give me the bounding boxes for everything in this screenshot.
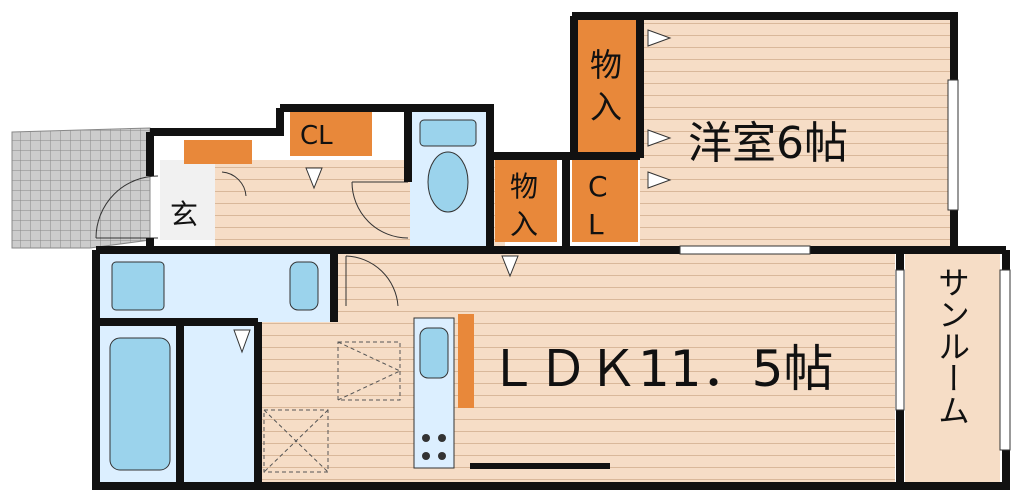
stove-burner-icon [438, 452, 446, 460]
toilet-door-swing [351, 181, 409, 239]
kitchen-sink-icon [419, 327, 449, 379]
genkan-floor [160, 160, 215, 240]
ldk-door-swing [345, 255, 399, 307]
storage-top-left-label-1: 物 [590, 46, 622, 84]
closet-top-block [290, 112, 372, 156]
sunroom-label: サンルーム [933, 266, 971, 426]
bathtub-icon [109, 337, 171, 471]
door-marker-icon [647, 129, 672, 147]
storage-mid-block [495, 160, 557, 242]
toilet-bowl-icon [427, 151, 469, 213]
door-marker-icon [647, 171, 672, 189]
washing-machine-icon [111, 261, 165, 311]
ldk-floor [255, 254, 895, 482]
counter-edge [458, 314, 474, 408]
closet-right-label-2: L [588, 208, 604, 241]
stove-burner-icon [422, 452, 430, 460]
window-sunroom-inner [895, 269, 905, 411]
storage-top-left-block [578, 20, 638, 154]
closet-right-label-1: C [588, 170, 608, 203]
toilet-tank-icon [419, 119, 477, 147]
stove-burner-icon [438, 434, 446, 442]
storage-top-left-label-2: 入 [590, 88, 622, 126]
ldk-label: ＬＤＫ11．5帖 [488, 340, 833, 398]
storage-mid-label-1: 物 [510, 170, 538, 203]
window-western-room [947, 79, 959, 211]
closet-door-swing [221, 171, 247, 197]
entrance-porch-tiles [11, 127, 151, 249]
door-marker-icon [647, 29, 672, 47]
closet-right-block [572, 160, 638, 242]
door-marker-icon [305, 167, 323, 190]
entrance-door-swing [95, 175, 159, 239]
wash-basin-icon [289, 261, 319, 311]
western-room-label: 洋室6帖 [688, 118, 848, 169]
door-marker-icon [501, 255, 519, 278]
fridge-space [337, 341, 401, 401]
entrance-label: 玄 [170, 198, 198, 231]
window-partition [679, 245, 811, 255]
window-sunroom-outer [999, 269, 1011, 451]
western-room-floor [640, 20, 950, 246]
door-marker-icon [233, 329, 251, 354]
closet-top-label: CL [300, 121, 333, 151]
floor-storage-hatch [263, 409, 329, 473]
stove-burner-icon [422, 434, 430, 442]
shoe-cabinet [184, 140, 252, 164]
sunroom-floor [905, 254, 1000, 482]
storage-mid-label-2: 入 [510, 208, 538, 241]
